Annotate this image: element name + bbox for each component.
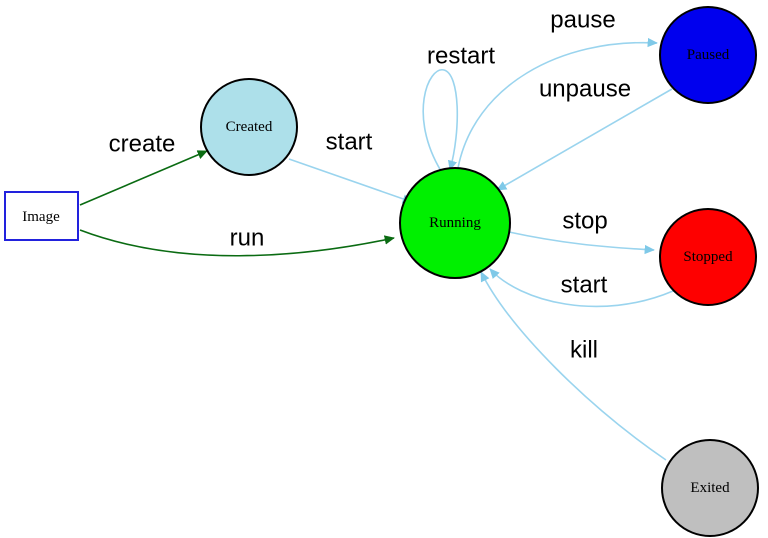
edge-start-stopped-running[interactable] <box>489 268 674 308</box>
edge-pause[interactable] <box>457 37 658 169</box>
stopped-node-shape[interactable] <box>659 208 757 306</box>
edge-label-run: run <box>230 225 265 252</box>
edges-layer <box>79 37 674 461</box>
node-exited[interactable]: Exited <box>661 439 759 537</box>
edge-label-start-created: start <box>326 129 373 156</box>
node-stopped[interactable]: Stopped <box>659 208 757 306</box>
node-paused[interactable]: Paused <box>659 6 757 104</box>
created-node-shape[interactable] <box>200 78 298 176</box>
node-running[interactable]: Running <box>399 167 511 279</box>
node-image[interactable]: Image <box>4 191 79 241</box>
edge-kill[interactable] <box>480 271 667 461</box>
paused-node-shape[interactable] <box>659 6 757 104</box>
edge-run[interactable] <box>79 229 395 257</box>
edge-label-restart: restart <box>427 43 495 70</box>
image-node-shape[interactable] <box>4 191 79 241</box>
edge-label-create: create <box>109 131 176 158</box>
edge-unpause[interactable] <box>496 88 673 191</box>
edge-label-unpause: unpause <box>539 76 631 103</box>
edge-label-stop: stop <box>562 208 607 235</box>
running-node-shape[interactable] <box>399 167 511 279</box>
edge-label-kill: kill <box>570 337 598 364</box>
edge-start-created-running[interactable] <box>288 158 413 204</box>
edge-label-pause: pause <box>550 7 615 34</box>
edge-stop[interactable] <box>508 231 655 255</box>
exited-node-shape[interactable] <box>661 439 759 537</box>
edge-label-start-stopped: start <box>561 272 608 299</box>
nodes-layer: Image Created Running Paused Stopped Exi <box>4 6 759 537</box>
edge-restart[interactable] <box>422 69 459 172</box>
node-created[interactable]: Created <box>200 78 298 176</box>
edge-create[interactable] <box>79 150 208 206</box>
